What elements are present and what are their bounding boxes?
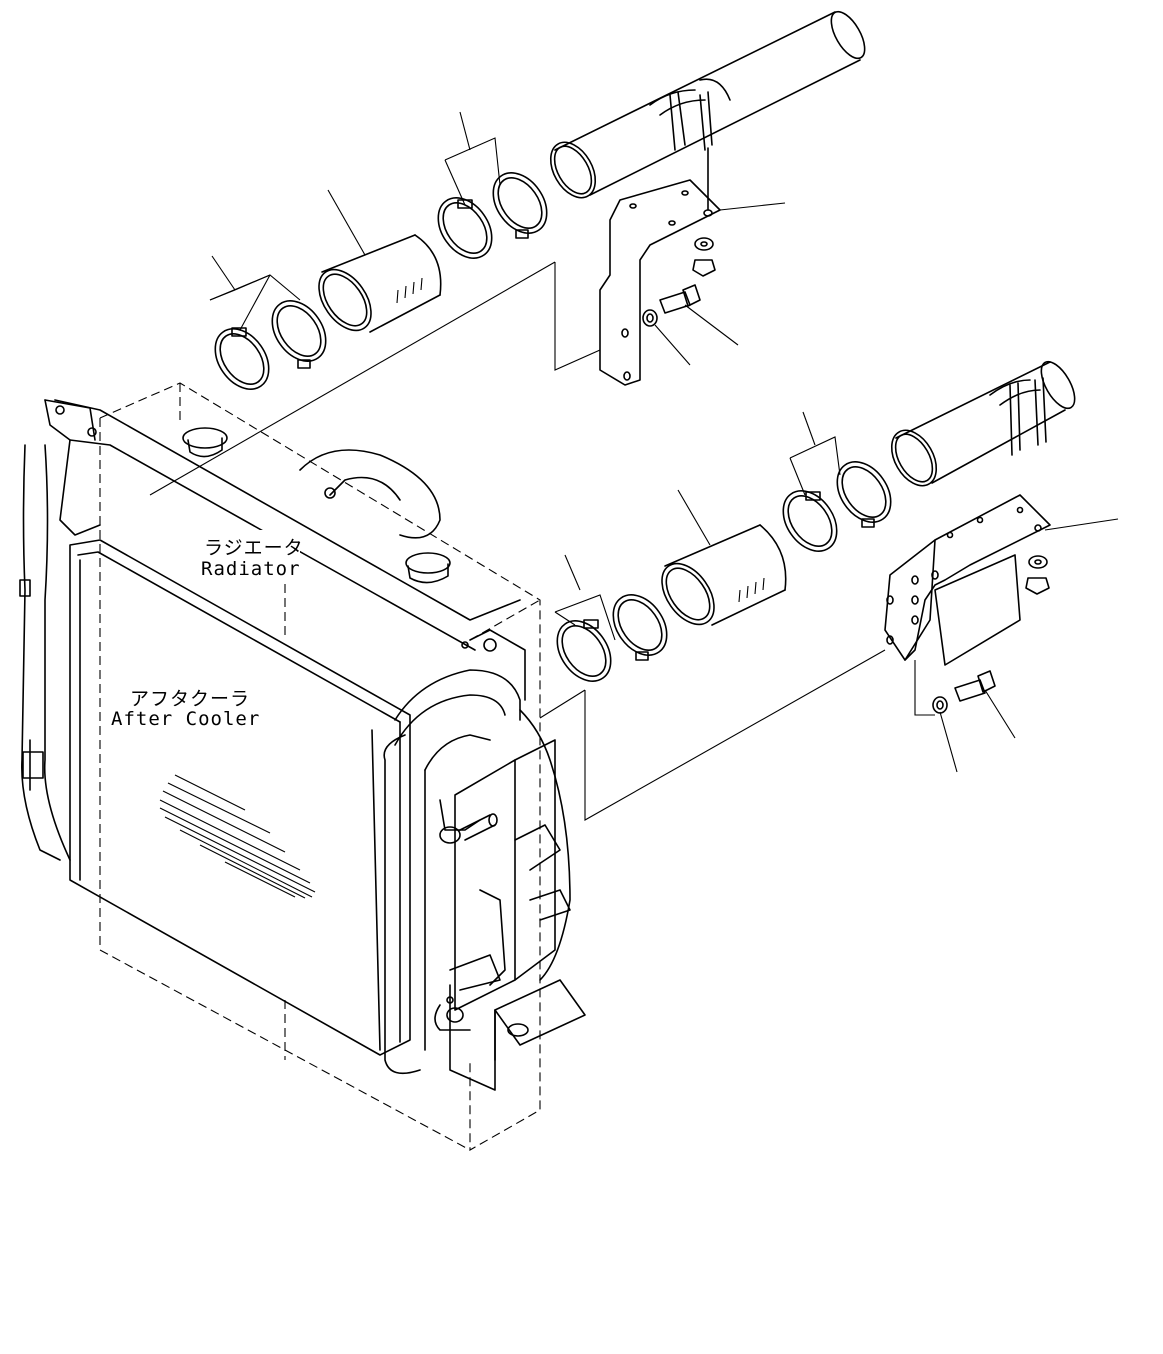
lower-clamp-left-a	[556, 619, 612, 682]
lower-bracket	[884, 494, 1051, 666]
lower-bolt-and-washers	[932, 555, 1050, 714]
radiator-label-en: Radiator	[201, 558, 301, 580]
upper-clamp-left-a	[214, 327, 270, 390]
upper-hose	[318, 234, 442, 333]
radiator-top	[54, 399, 521, 651]
upper-bolt-and-washers	[642, 237, 716, 327]
leader-lines	[149, 111, 1119, 821]
aftercooler-core	[69, 539, 411, 1056]
aftercooler-label-jp: アフタクーラ	[130, 688, 251, 710]
right-side-frame	[383, 629, 586, 1091]
radiator-outline	[99, 382, 541, 1151]
upper-clamp-left-b	[271, 300, 327, 369]
lower-hose	[661, 524, 787, 626]
upper-bracket	[599, 147, 721, 386]
left-pipe-and-bracket	[19, 399, 101, 861]
upper-clamp-right-b	[492, 172, 548, 239]
aftercooler-label-en: After Cooler	[111, 708, 261, 730]
lower-clamp-right-a	[782, 490, 838, 552]
lower-pipe	[890, 360, 1076, 487]
upper-pipe	[549, 10, 866, 199]
lower-clamp-right-b	[836, 461, 892, 528]
upper-clamp-right-a	[437, 197, 493, 259]
radiator-label-jp: ラジエータ	[204, 537, 304, 559]
lower-clamp-left-b	[612, 594, 668, 661]
